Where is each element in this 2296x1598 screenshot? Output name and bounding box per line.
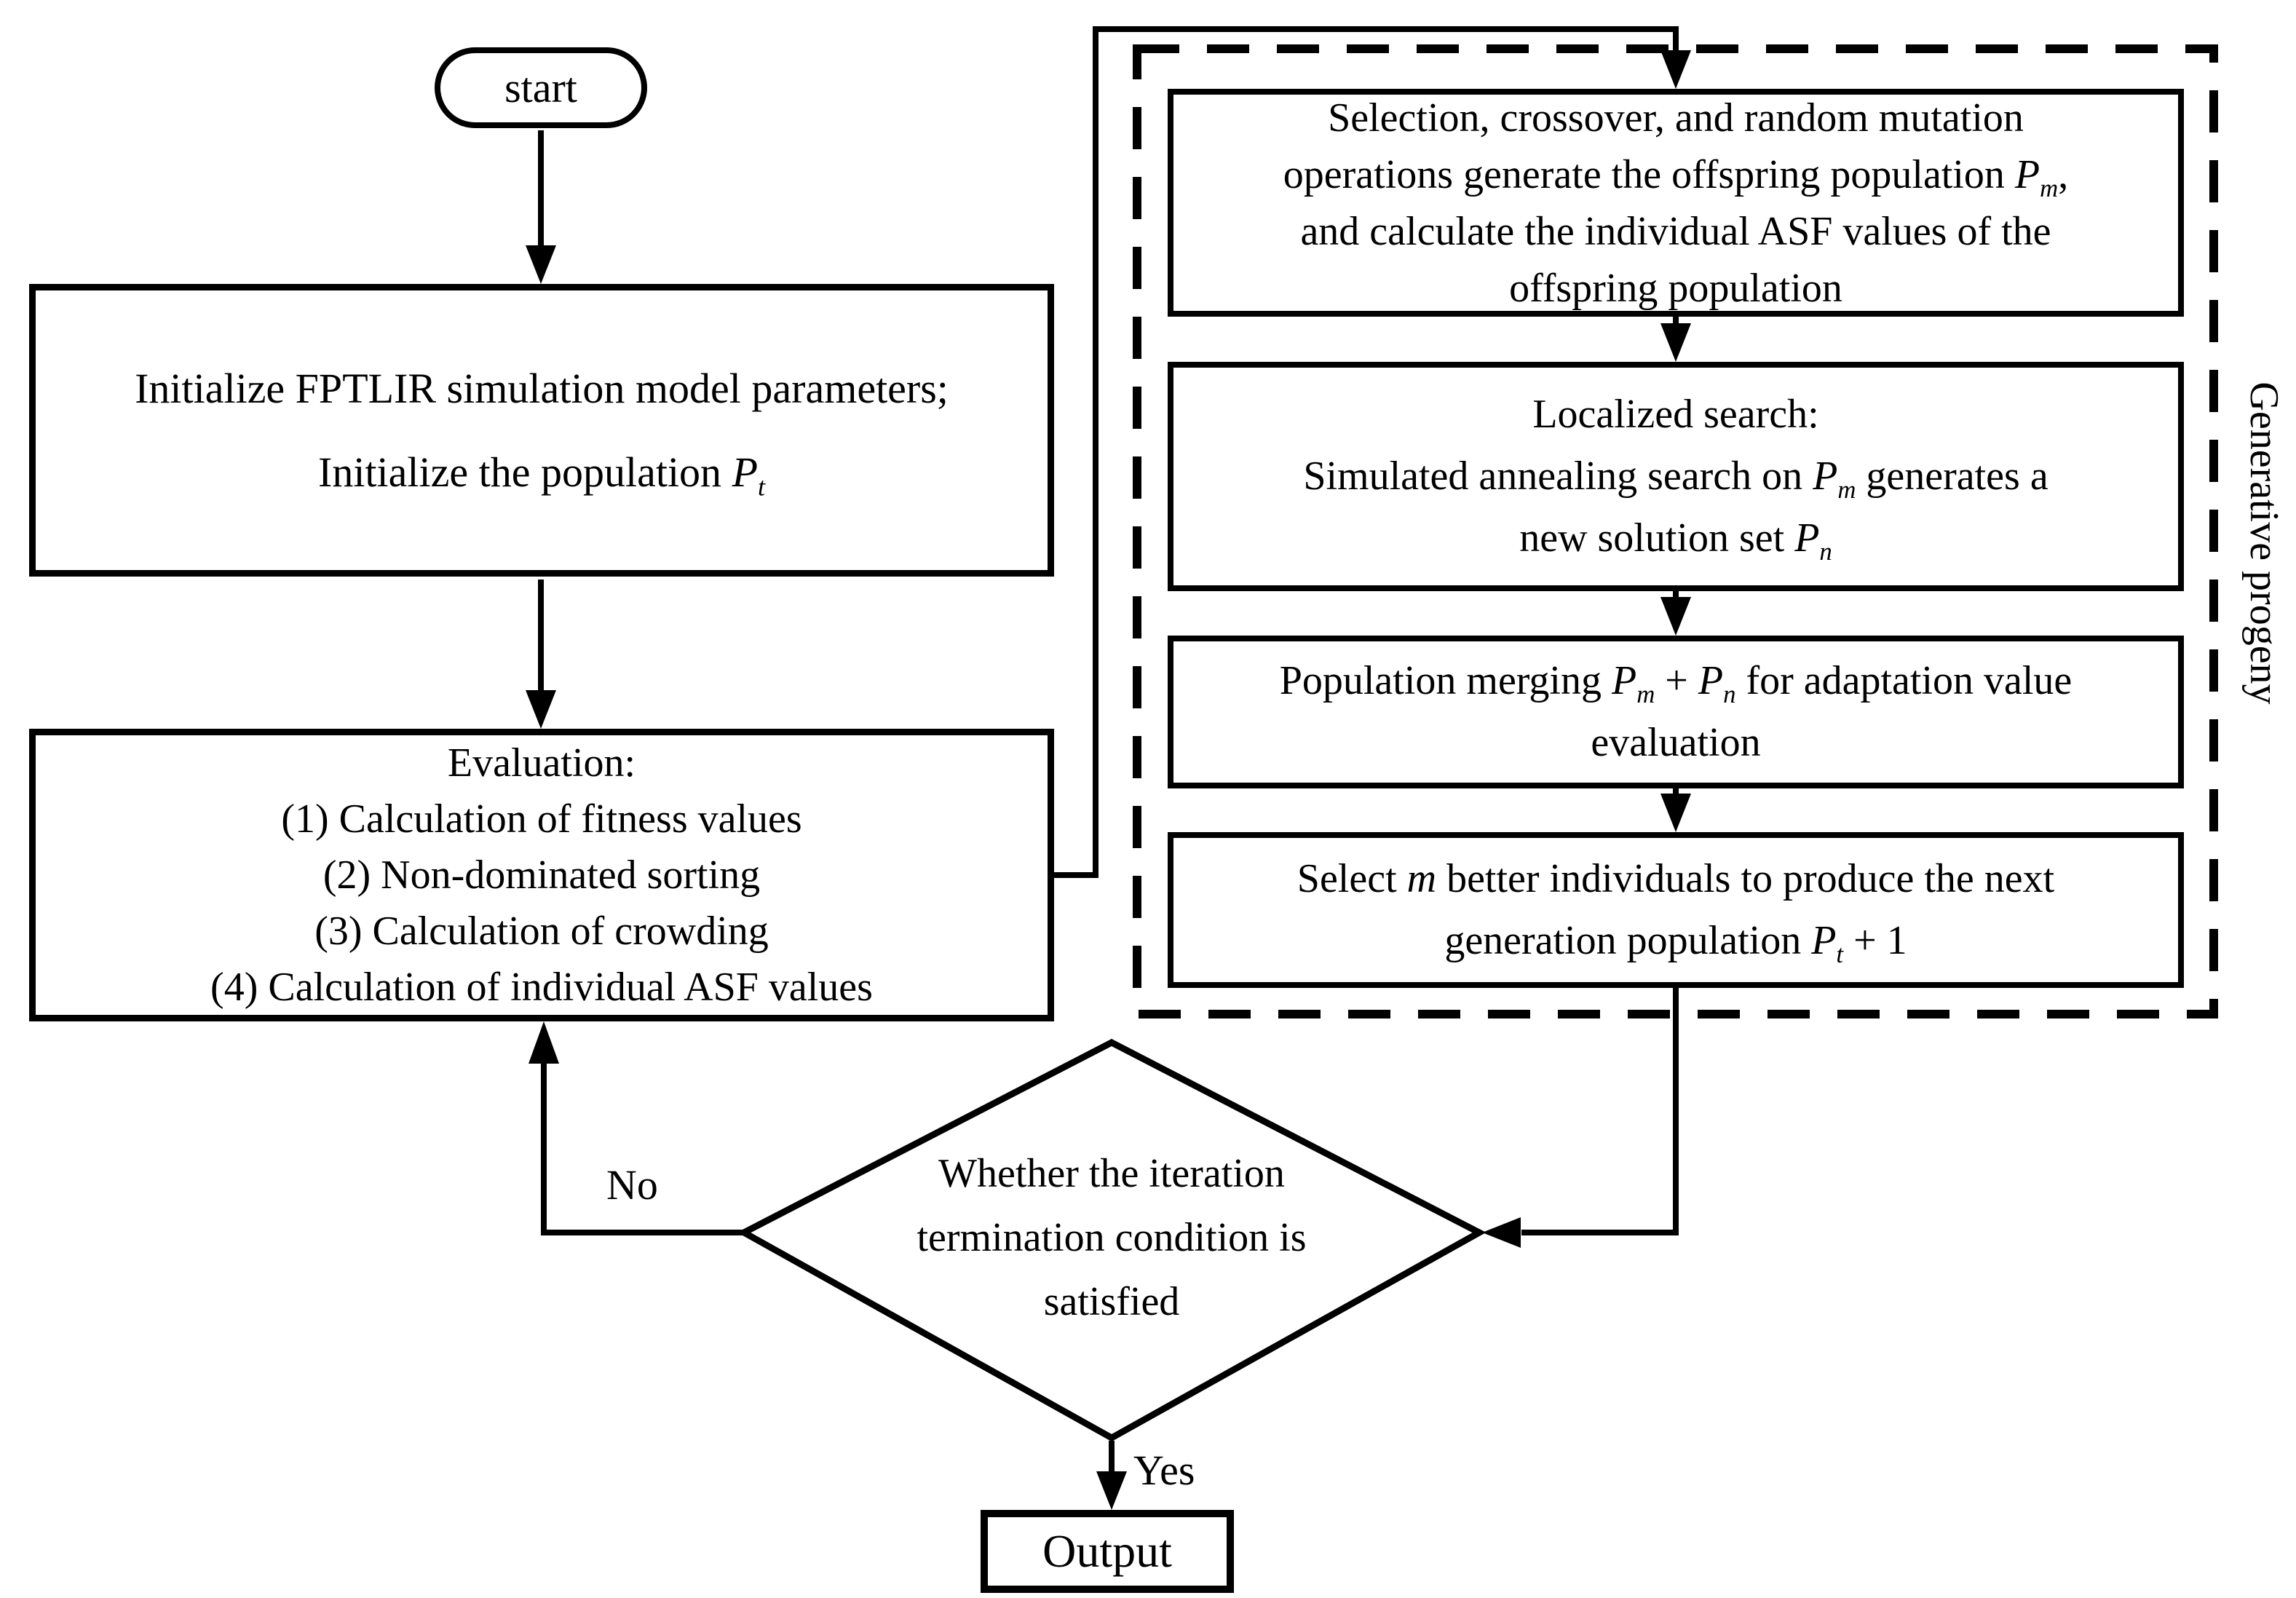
decision-line-1: Whether the iteration	[938, 1151, 1285, 1196]
localized-line-1: Localized search:	[1532, 392, 1819, 437]
yes-label: Yes	[1133, 1447, 1195, 1494]
evaluation-item-1: (1) Calculation of fitness values	[281, 796, 802, 842]
offspring-line-2: operations generate the offspring popula…	[1283, 151, 2069, 202]
arrow-select-to-decision	[1521, 988, 1679, 1235]
select-line-1: Select m better individuals to produce t…	[1297, 856, 2055, 901]
arrowhead-decision-no-to-evaluation	[529, 1021, 559, 1064]
arrowhead-init-to-evaluation	[526, 690, 556, 729]
arrowhead-evaluation-to-offspring	[1660, 50, 1691, 89]
arrowhead-localized-to-merging	[1660, 597, 1691, 636]
offspring-box: Selection, crossover, and random mutatio…	[1168, 89, 2184, 317]
arrowhead-decision-yes-to-output	[1096, 1471, 1127, 1510]
decision-diamond-shape	[737, 1038, 1487, 1442]
start-node: start	[435, 47, 647, 128]
init-line-2: Initialize the population Pt	[318, 448, 765, 502]
arrowhead-start-to-init	[526, 245, 556, 284]
init-box: Initialize FPTLIR simulation model param…	[29, 284, 1054, 577]
merging-line-1: Population merging Pm + Pn for adaptatio…	[1279, 658, 2073, 709]
merging-line-2: evaluation	[1591, 720, 1761, 765]
arrowhead-offspring-to-localized	[1660, 323, 1691, 362]
select-line-2: generation population Pt + 1	[1444, 918, 1907, 969]
decision-line-2: termination condition is	[917, 1215, 1307, 1260]
population-merging-box: Population merging Pm + Pn for adaptatio…	[1168, 636, 2184, 788]
evaluation-box: Evaluation: (1) Calculation of fitness v…	[29, 729, 1054, 1021]
decision-diamond-text: Whether the iteration termination condit…	[820, 1136, 1403, 1340]
evaluation-title: Evaluation:	[447, 740, 636, 786]
arrow-decision-no-to-evaluation	[541, 1061, 747, 1235]
select-individuals-box: Select m better individuals to produce t…	[1168, 832, 2184, 988]
localized-line-3: new solution set Pn	[1519, 515, 1832, 566]
decision-line-3: satisfied	[1043, 1279, 1180, 1324]
offspring-line-1: Selection, crossover, and random mutatio…	[1328, 95, 2024, 141]
arrowhead-merging-to-select	[1660, 794, 1691, 832]
arrowhead-select-to-decision	[1482, 1217, 1521, 1248]
output-label: Output	[1042, 1525, 1172, 1577]
start-label: start	[504, 64, 577, 111]
localized-line-2: Simulated annealing search on Pm generat…	[1303, 454, 2048, 505]
localized-search-box: Localized search: Simulated annealing se…	[1168, 362, 2184, 591]
no-label: No	[606, 1161, 658, 1209]
evaluation-item-2: (2) Non-dominated sorting	[322, 852, 761, 898]
output-box: Output	[981, 1510, 1234, 1593]
evaluation-item-3: (3) Calculation of crowding	[314, 908, 769, 954]
generative-progeny-label: Generative progeny	[2241, 381, 2287, 705]
offspring-line-4: offspring population	[1509, 265, 1842, 311]
generative-progeny-dashed-border	[1133, 44, 2218, 1018]
evaluation-item-4: (4) Calculation of individual ASF values	[210, 964, 873, 1010]
offspring-line-3: and calculate the individual ASF values …	[1300, 208, 2051, 254]
init-line-1: Initialize FPTLIR simulation model param…	[135, 365, 949, 412]
arrow-evaluation-to-offspring	[1053, 26, 1679, 878]
